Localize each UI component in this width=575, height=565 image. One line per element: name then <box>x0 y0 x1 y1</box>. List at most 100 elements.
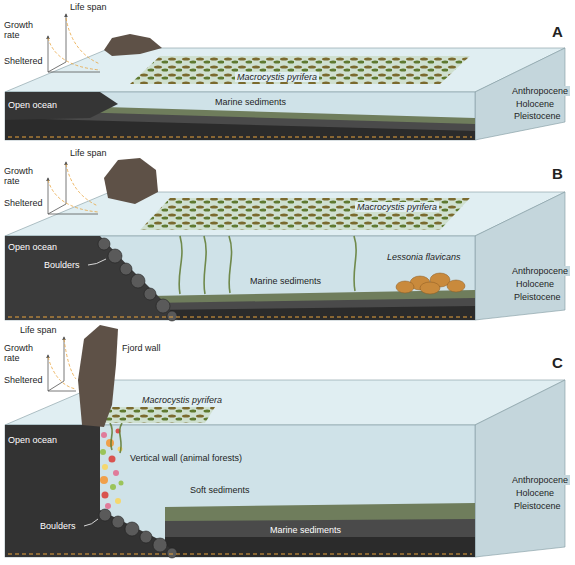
axes <box>48 355 49 391</box>
epoch-label: Holocene <box>514 279 556 289</box>
axes <box>48 14 100 72</box>
axes <box>48 357 76 389</box>
species-label: Macrocystis pyrifera <box>355 202 439 212</box>
side-face <box>475 380 565 557</box>
substrate-label: Marine sediments <box>250 276 321 286</box>
water-section <box>5 92 475 140</box>
animal-forest <box>110 484 116 490</box>
boulder-slope <box>5 236 178 320</box>
boulder <box>98 238 110 250</box>
lessonia <box>447 280 465 292</box>
axes <box>48 178 49 214</box>
axis-label: Sheltered <box>4 375 43 385</box>
axes <box>48 38 100 70</box>
animal-forest <box>109 456 116 463</box>
substrate-label: Soft sediments <box>190 485 250 495</box>
axes <box>48 204 66 214</box>
holocene-layer <box>165 519 475 557</box>
animal-forest <box>119 481 124 486</box>
epoch-label: Pleistocene <box>512 292 563 302</box>
boulder <box>125 522 139 536</box>
place-label: Open ocean <box>8 435 57 445</box>
substrate-label: Boulders <box>40 521 76 531</box>
substrate-label: Marine sediments <box>270 525 341 535</box>
anthropocene-layer <box>150 290 475 320</box>
pleistocene-layer <box>5 118 475 140</box>
panel-b <box>5 158 565 321</box>
kelp-stipe <box>110 423 112 450</box>
axis-label: Life span <box>70 2 107 12</box>
rock <box>104 158 158 204</box>
animal-forest <box>102 464 108 470</box>
lessonia <box>396 273 465 294</box>
leader-line <box>84 519 98 526</box>
axes <box>48 62 66 72</box>
kelp-stipe <box>179 236 356 294</box>
boulder <box>167 548 177 558</box>
boulder <box>131 274 145 288</box>
kelp-stipe <box>120 423 122 453</box>
axes <box>64 337 65 381</box>
substrate-label: Boulders <box>44 260 80 270</box>
kelp-canopy <box>100 407 215 423</box>
leader-line <box>88 259 106 265</box>
water-surface <box>5 192 565 236</box>
axes <box>48 162 98 214</box>
lessonia <box>396 281 414 293</box>
fjord-wall <box>78 325 118 427</box>
kelp-stipe <box>110 423 122 453</box>
water-section <box>5 236 475 320</box>
epoch-label: Holocene <box>514 99 556 109</box>
axes <box>48 214 98 215</box>
boulder <box>144 288 156 300</box>
axis-label: Life span <box>70 148 107 158</box>
axis-label: Growth rate <box>4 20 40 40</box>
animal-forest <box>106 439 114 447</box>
boulder <box>99 509 177 558</box>
place-label: Fjord wall <box>122 343 161 353</box>
boulder <box>140 531 152 543</box>
side-face <box>475 192 565 320</box>
epoch-label: Anthropocene <box>510 475 570 485</box>
kelp-canopy <box>130 56 470 84</box>
boulder <box>99 509 111 521</box>
axis-label: Growth rate <box>4 343 40 363</box>
pleistocene-layer <box>150 306 475 320</box>
fjord-wall-section <box>5 425 180 557</box>
water-section <box>5 425 475 557</box>
dashed-outline <box>8 137 472 138</box>
axes <box>66 18 100 64</box>
axes <box>48 337 76 391</box>
species-label: Lessonia flavicans <box>385 252 463 262</box>
kelp-stipe <box>204 236 206 294</box>
kelp-stipe <box>229 236 232 293</box>
axes <box>66 164 98 206</box>
axes <box>48 381 64 391</box>
epoch-label: Anthropocene <box>510 266 570 276</box>
animal-forest <box>113 470 119 476</box>
axes <box>66 162 67 204</box>
axis-label: Sheltered <box>4 198 43 208</box>
axes <box>48 391 76 392</box>
axes <box>48 180 98 212</box>
rock-shelf <box>5 92 118 120</box>
panel-letter: A <box>552 24 563 40</box>
axes <box>64 339 76 379</box>
boulder <box>120 263 132 275</box>
species-label: Macrocystis pyrifera <box>235 72 319 82</box>
substrate-label: Vertical wall (animal forests) <box>130 453 242 463</box>
animal-forest <box>100 476 108 484</box>
epoch-label: Anthropocene <box>510 86 570 96</box>
epoch-label: Pleistocene <box>512 501 563 511</box>
kelp-stipe <box>179 236 182 294</box>
rock <box>104 34 162 56</box>
axes <box>48 36 49 72</box>
kelp-canopy <box>140 198 470 230</box>
axis-label: Life span <box>20 325 57 335</box>
water-surface <box>5 48 565 92</box>
boulder <box>156 299 170 313</box>
animal-forest <box>102 492 109 499</box>
animal-forest <box>101 432 107 438</box>
boulder <box>112 516 124 528</box>
